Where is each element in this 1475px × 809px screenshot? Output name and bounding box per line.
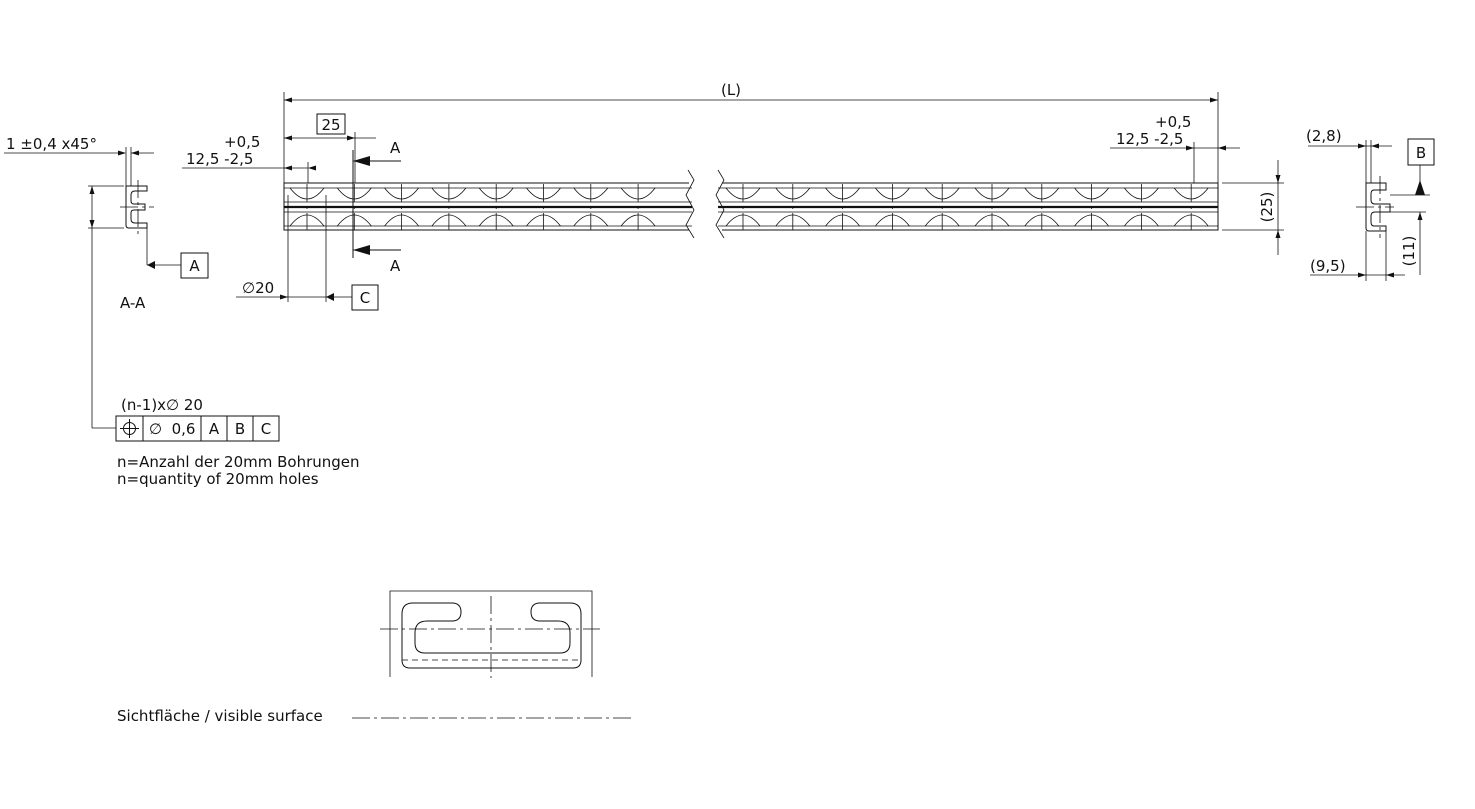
length-dim-label: (L) bbox=[721, 81, 741, 99]
tol-upper-right: +0,5 bbox=[1155, 113, 1191, 131]
height-dimension bbox=[1222, 160, 1284, 255]
width-bottom-dim-label: (9,5) bbox=[1310, 257, 1346, 275]
section-arrow-bottom-label: A bbox=[390, 257, 401, 275]
position-tolerance-icon bbox=[120, 419, 139, 438]
end-distance-right bbox=[1110, 142, 1240, 183]
tol-main-left: 12,5 -2,5 bbox=[186, 150, 253, 168]
note-en: n=quantity of 20mm holes bbox=[117, 470, 319, 488]
hole-dia-label: ∅20 bbox=[242, 279, 274, 297]
datum-a-label: A bbox=[189, 257, 200, 275]
fcf-note: (n-1)x∅ 20 bbox=[121, 396, 203, 414]
datum-a-box: A bbox=[180, 252, 209, 279]
datum-c-label: C bbox=[360, 289, 370, 307]
datum-b-box bbox=[1407, 138, 1435, 166]
section-view-a-a bbox=[4, 147, 181, 428]
fcf-tolerance: ∅ 0,6 bbox=[149, 420, 195, 438]
section-label: A-A bbox=[120, 294, 146, 312]
fcf-datum-b: B bbox=[235, 420, 245, 438]
section-cut-line bbox=[352, 150, 401, 258]
feature-control-frame bbox=[92, 415, 280, 442]
pitch-dimension bbox=[284, 113, 376, 183]
rail-front-view bbox=[283, 169, 1219, 239]
hole-pattern-right bbox=[725, 184, 1209, 230]
end-view bbox=[1308, 140, 1430, 281]
tol-upper-left: +0,5 bbox=[224, 133, 260, 151]
fcf-datum-a: A bbox=[209, 420, 220, 438]
length-dimension bbox=[283, 92, 1219, 183]
note-de: n=Anzahl der 20mm Bohrungen bbox=[117, 453, 360, 471]
fcf-datum-c: C bbox=[261, 420, 271, 438]
end-distance-left bbox=[182, 162, 316, 183]
section-arrow-top-label: A bbox=[390, 139, 401, 157]
enlarged-profile bbox=[380, 590, 600, 678]
height-11-dim-label: (11) bbox=[1400, 236, 1418, 267]
chamfer-dim: 1 ±0,4 x45° bbox=[6, 135, 97, 153]
visible-surface-note: Sichtfläche / visible surface bbox=[117, 707, 323, 725]
tol-main-right: 12,5 -2,5 bbox=[1116, 130, 1183, 148]
hole-diameter-dimension bbox=[236, 195, 379, 311]
datum-b-label: B bbox=[1416, 144, 1426, 162]
thickness-dim-label: (2,8) bbox=[1306, 127, 1342, 145]
height-dim-label: (25) bbox=[1258, 192, 1276, 223]
pitch-box-label: 25 bbox=[321, 116, 340, 134]
hole-pattern-left bbox=[289, 184, 656, 230]
